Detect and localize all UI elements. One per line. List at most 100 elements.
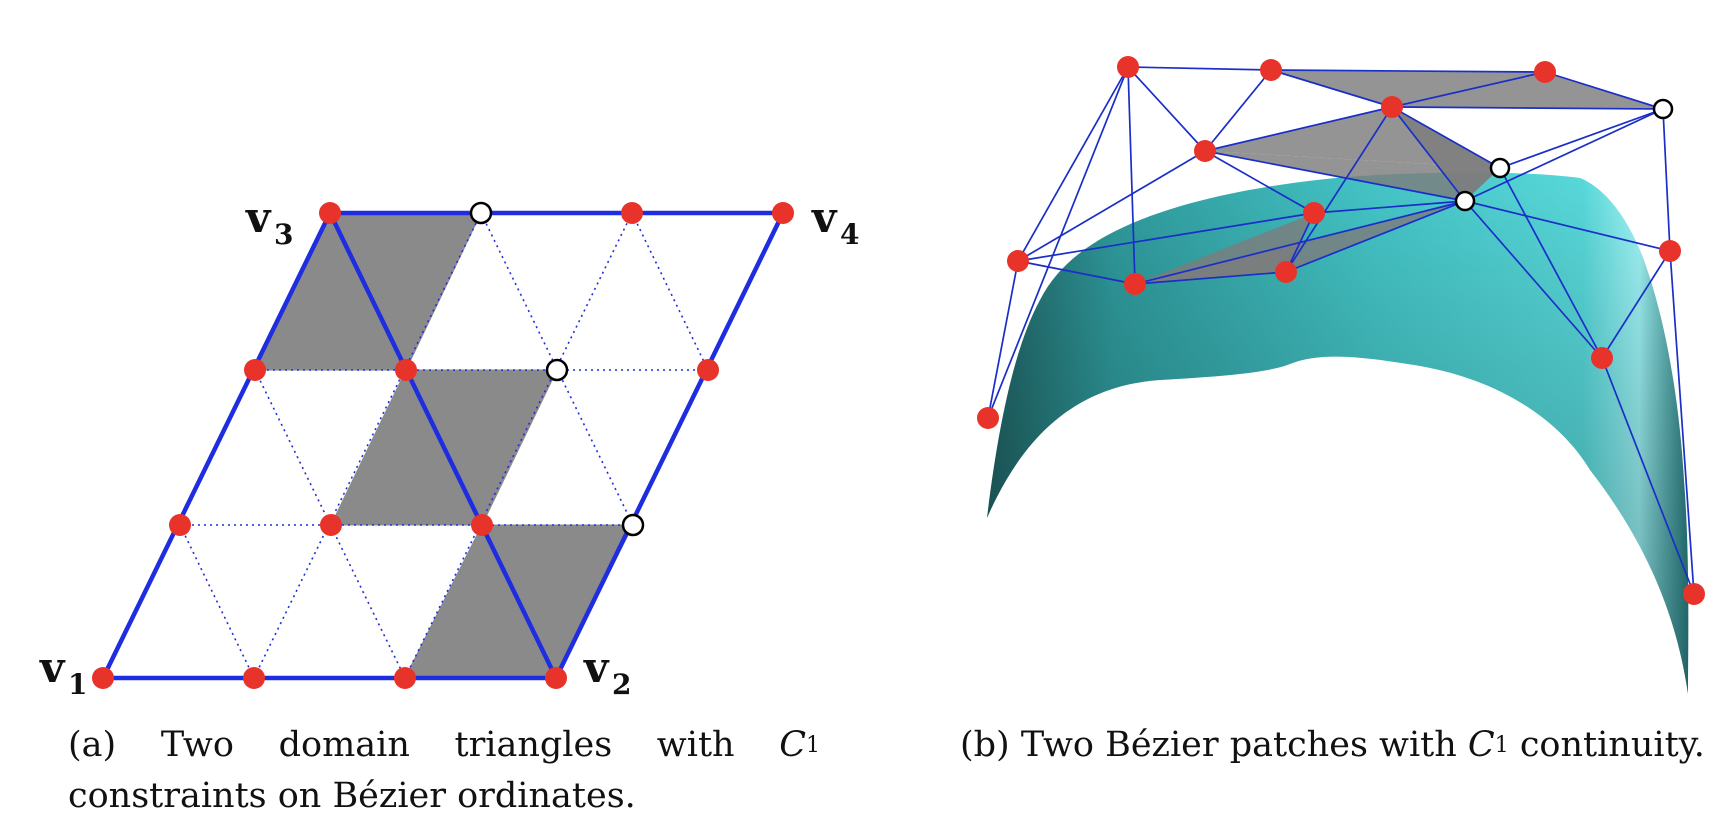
caption-text: Two Bézier patches with [1020,725,1468,765]
constrained-domain-point [471,514,493,536]
control-net-edge [1017,150,1206,262]
domain-points [92,201,794,689]
control-net-edge [1464,108,1664,202]
constrained-control-point [1275,261,1297,283]
panel-b-bezier-patches [977,56,1705,694]
shaded-control-triangle [1205,151,1500,201]
vertex-label-letter: v [811,193,838,242]
constrained-control-point [1534,61,1556,83]
shaded-control-triangle [1135,213,1314,284]
control-net-edge [1499,167,1603,359]
control-net-edge [1127,66,1136,285]
control-net-edge [1669,250,1695,595]
domain-edge [100,210,333,681]
control-net-edge [1544,71,1664,110]
control-net-edge [1204,150,1466,202]
math-superscript: 1 [1494,733,1509,758]
constrained-domain-point [395,359,417,381]
vertex-label-letter: v [39,643,66,692]
caption-text: Two domain triangles with [160,725,780,765]
control-points [977,56,1705,605]
math-symbol: C [779,725,806,765]
vertex-label-index: 1 [68,668,87,701]
constrained-control-point [1260,59,1282,81]
vertex-label-index: 4 [840,218,859,251]
dotted-grid-line [631,212,709,371]
control-net [987,66,1695,595]
control-net-edge [1391,71,1546,108]
constrained-domain-point [545,667,567,689]
constrained-control-point [1591,347,1613,369]
free-domain-point [469,201,493,225]
domain-edges [100,210,786,681]
control-net-edge [1270,69,1546,73]
constrained-domain-point [320,514,342,536]
shaded-control-triangle [1392,72,1663,109]
constrained-domain-point [319,202,341,224]
dotted-grid-line [253,212,482,679]
caption-text: continuity. [1508,725,1705,765]
control-net-edge [1391,106,1466,202]
control-net-edge [1285,200,1466,273]
constrained-control-point [1659,240,1681,262]
caption-text: constraints on Bézier ordinates. [68,776,636,816]
caption-tag: (b) [960,725,1010,765]
control-net-edge [1017,260,1136,285]
vertex-label-v1: v 1 [39,643,87,701]
constrained-control-point [1124,273,1146,295]
constrained-control-point [977,407,999,429]
control-net-edge [1204,69,1272,152]
vertex-label-letter: v [245,193,272,242]
control-net-edge [1017,66,1129,262]
control-net-edge [987,260,1019,419]
caption-a: (a) Two domain triangles with C1 constra… [68,722,820,819]
control-net-edge [1313,200,1466,214]
vertex-label-v4: v 4 [811,193,859,251]
free-domain-point [545,358,569,382]
constrained-domain-point [169,514,191,536]
math-superscript: 1 [806,733,820,758]
free-domain-point [621,513,645,537]
control-net-edge [1204,106,1393,152]
control-net-edge [1127,66,1206,152]
control-net-edge [1017,212,1315,262]
caption-tag: (a) [68,725,117,765]
constrained-control-point [1007,250,1029,272]
control-net-edge [1601,250,1671,359]
vertex-label-v3: v 3 [245,193,293,251]
control-net-edge [1270,69,1393,108]
control-net-edge [1499,108,1664,169]
constrained-domain-point [243,667,265,689]
control-net-edge [1464,200,1603,359]
shaded-control-triangle [1205,107,1500,168]
control-net-edge [1127,66,1272,71]
control-net-edge [1601,357,1695,595]
vertex-label-index: 3 [274,218,293,251]
control-net-edge [1662,108,1671,252]
constrained-control-point [1381,96,1403,118]
vertex-label-letter: v [583,643,610,692]
constrained-control-point [1194,140,1216,162]
dotted-grid-line [480,212,634,526]
constrained-domain-point [697,359,719,381]
free-control-point [1652,98,1674,120]
domain-edge [327,210,559,681]
dotted-grid-line [179,524,255,679]
constrained-domain-point [92,667,114,689]
constrained-domain-point [772,202,794,224]
bezier-surface [987,172,1689,694]
control-net-edge [1134,271,1287,285]
control-net-edge [1204,150,1315,214]
free-control-point [1454,190,1476,212]
constrained-domain-point [244,359,266,381]
vertex-label-index: 2 [612,668,631,701]
domain-edge [553,210,786,681]
control-net-edge [1285,106,1393,273]
constrained-domain-point [621,202,643,224]
control-net-edge [1464,200,1671,252]
caption-b: (b) Two Bézier patches with C1 continuit… [960,722,1705,773]
constrained-control-point [1303,202,1325,224]
control-net-edge [987,66,1129,419]
shaded-control-triangle [1271,70,1545,107]
